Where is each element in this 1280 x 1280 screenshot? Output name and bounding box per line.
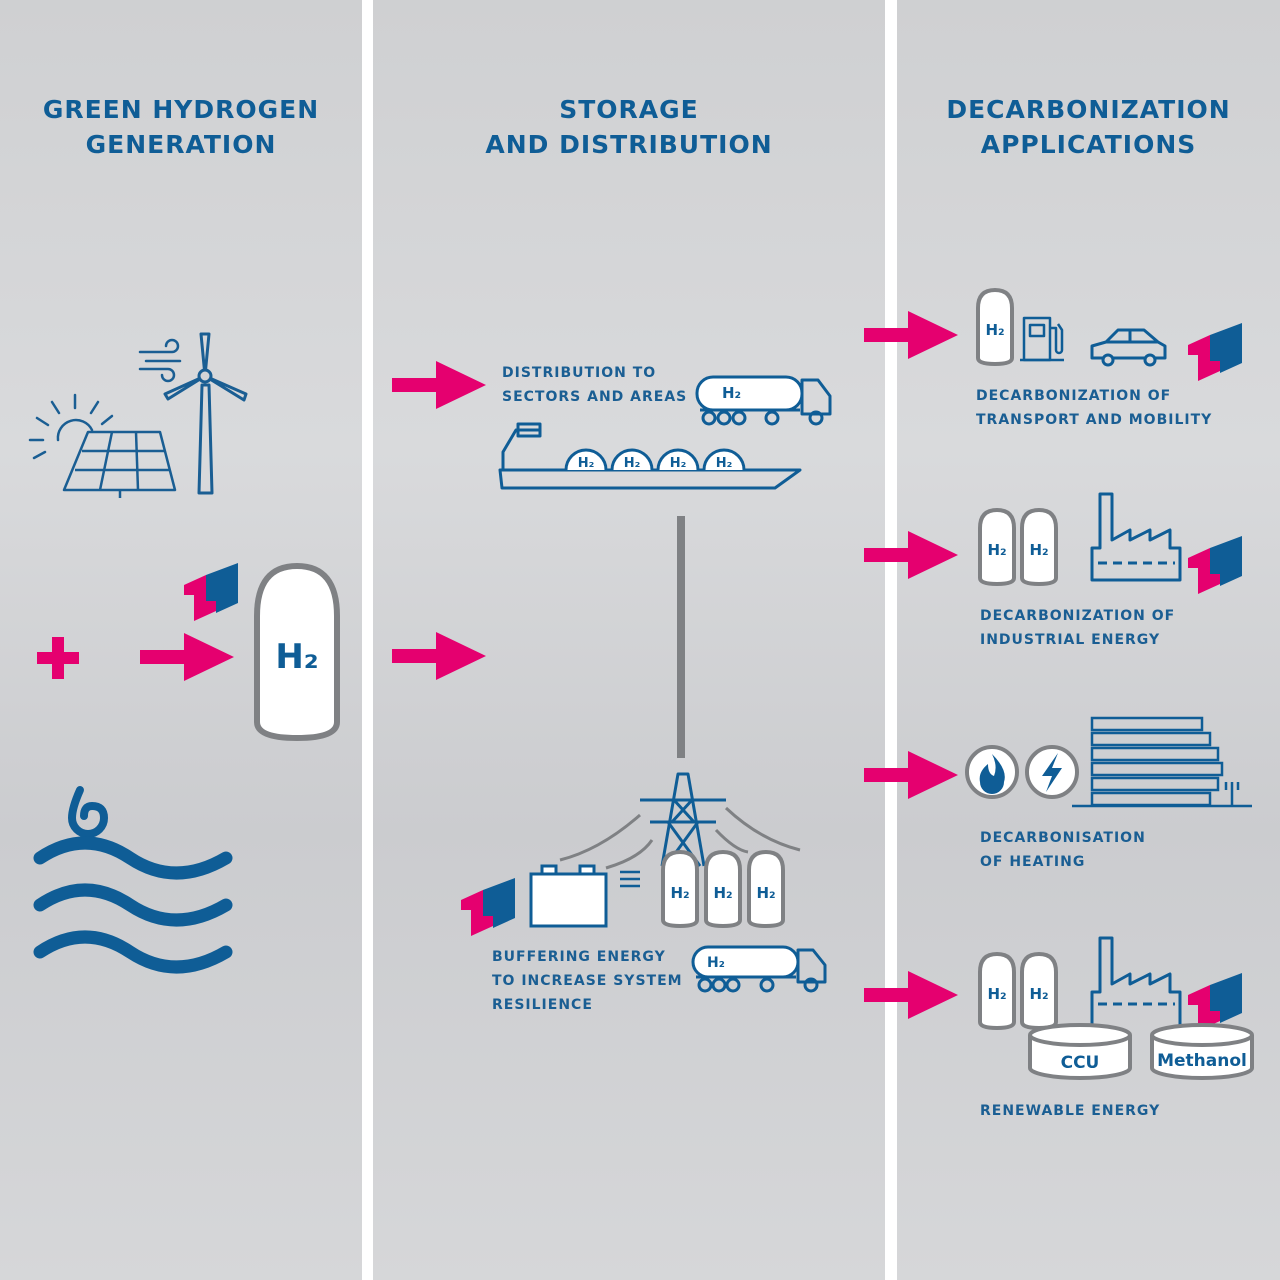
tanker-truck-icon: H₂ (691, 945, 827, 993)
plus-icon (37, 637, 79, 679)
brand-logo-icon (1188, 536, 1242, 594)
car-icon (1090, 328, 1167, 367)
svg-text:H₂: H₂ (624, 456, 641, 471)
svg-text:H₂: H₂ (713, 884, 732, 902)
svg-text:H₂: H₂ (670, 456, 687, 471)
reactor-tank-icon: Methanol (1150, 1023, 1254, 1080)
svg-text:Methanol: Methanol (1157, 1051, 1247, 1071)
flame-icon (965, 745, 1019, 799)
svg-text:H₂: H₂ (670, 884, 689, 902)
brand-logo-icon (1188, 323, 1242, 381)
svg-text:CCU: CCU (1061, 1053, 1100, 1073)
svg-text:H₂: H₂ (987, 541, 1006, 559)
power-lines (559, 806, 801, 870)
arrow-icon (140, 633, 234, 681)
factory-icon (1090, 936, 1182, 1025)
water-drop-icon (67, 786, 109, 838)
brand-logo-icon (461, 878, 515, 936)
fuel-pump-icon (1020, 316, 1064, 362)
office-building-icon (1072, 716, 1252, 808)
tank-label: H₂ (275, 637, 318, 677)
hydrogen-tank-icon: H₂ (254, 562, 340, 742)
hydrogen-tank-icon: H₂ H₂ H₂ (661, 849, 785, 929)
svg-text:H₂: H₂ (578, 456, 595, 471)
svg-text:H₂: H₂ (756, 884, 775, 902)
svg-text:H₂: H₂ (716, 456, 733, 471)
hydrogen-tank-icon: H₂ H₂ (978, 951, 1058, 1031)
svg-text:H₂: H₂ (987, 985, 1006, 1003)
battery-icon (529, 864, 640, 928)
lightning-icon (1025, 745, 1079, 799)
factory-icon (1090, 492, 1182, 582)
connector-line (677, 516, 685, 758)
application-renewable-label: RENEWABLE ENERGY (980, 1103, 1161, 1119)
svg-text:H₂: H₂ (985, 321, 1004, 339)
brand-logo-icon (1188, 973, 1242, 1031)
svg-text:H₂: H₂ (1029, 985, 1048, 1003)
brand-logo-icon (184, 563, 238, 621)
sun-icon (28, 393, 114, 460)
solar-panel-icon (62, 430, 177, 498)
arrow-icon (864, 311, 958, 359)
reactor-tank-icon: CCU (1028, 1023, 1132, 1080)
hydrogen-tank-icon: H₂ (976, 287, 1014, 367)
water-waves-icon (33, 836, 233, 974)
svg-text:H₂: H₂ (1029, 541, 1048, 559)
arrow-icon (864, 751, 958, 799)
cargo-ship-icon: H₂ H₂ H₂ H₂ (498, 422, 802, 490)
arrow-icon (392, 632, 486, 680)
svg-text:H₂: H₂ (722, 384, 741, 402)
arrow-icon (864, 531, 958, 579)
svg-text:H₂: H₂ (707, 955, 725, 971)
column-storage (373, 0, 885, 1280)
arrow-icon (864, 971, 958, 1019)
wind-gust-icon (138, 338, 182, 383)
tanker-truck-icon: H₂ (695, 375, 832, 426)
hydrogen-tank-icon: H₂ H₂ (978, 507, 1058, 587)
wind-turbine-icon (163, 332, 248, 495)
arrow-icon (392, 361, 486, 409)
